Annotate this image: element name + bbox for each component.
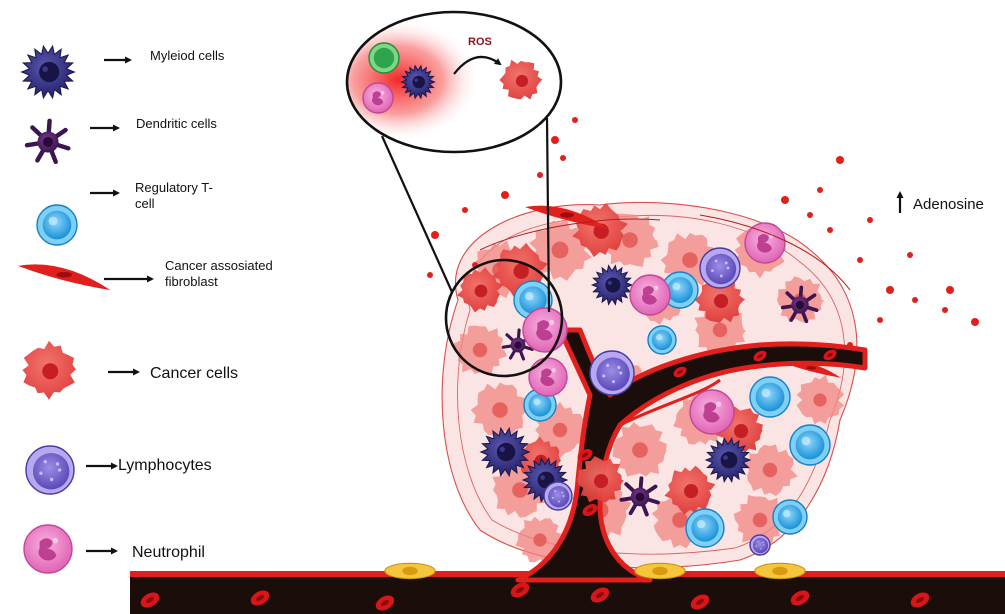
dendritic-cell-icon [27,121,68,162]
ros-dot [867,217,873,223]
ros-dot [907,252,913,258]
lymph-cell [590,351,634,395]
legend-item: Lymphocytes [26,446,212,494]
endothelial-cell [385,563,435,578]
legend-label: Regulatory T- [135,180,213,195]
ros-dot [971,318,979,326]
neut-cell [745,223,785,263]
treg-cell [648,326,676,354]
legend-label: Cancer cells [150,365,238,382]
legend-item: Cancer cells [23,341,239,400]
treg-cell [790,425,830,465]
neutrophil-cell [363,83,393,113]
ros-dot [847,342,853,348]
ros-dot [427,272,433,278]
lymph-cell [544,482,572,510]
myeloid-cell-icon [22,46,75,98]
regulatory-t-cell-icon [37,205,77,245]
legend-item: Neutrophil [24,525,205,573]
treg-cell [773,500,807,534]
ros-dot [942,307,948,313]
ros-label: ROS [468,36,492,48]
ros-dot [946,286,954,294]
cancer-cell-icon [23,341,77,400]
ros-dot [836,156,844,164]
treg-cell [750,377,790,417]
ros-inset: ROS [316,12,561,152]
ros-dot [807,212,813,218]
legend-label: Dendritic cells [136,116,217,131]
ros-dot [501,191,509,199]
ros-dot [560,155,566,161]
ros-dot [827,227,833,233]
ros-dot [462,207,468,213]
ros-dot [431,231,439,239]
ros-dot [886,286,894,294]
legend-label: cell [135,196,155,211]
legend-label: fibroblast [165,274,218,289]
adenosine-label: Adenosine [913,196,984,213]
neut-cell [529,358,567,396]
ros-dot [877,317,883,323]
ros-dot [537,172,543,178]
legend-label: Lymphocytes [118,457,212,474]
lymph-cell [750,535,770,555]
t-cell [369,43,399,73]
ros-dot [781,196,789,204]
treg-cell [686,509,724,547]
ros-dot [912,297,918,303]
ros-dot [572,117,578,123]
lymph-cell [700,248,740,288]
legend-item: Regulatory T-cell [37,180,213,245]
adenosine-indicator: Adenosine [900,193,984,213]
legend-label: Cancer assosiated [165,258,273,273]
legend-item: Dendritic cells [27,116,217,162]
neut-cell [630,275,670,315]
ros-dot [551,136,559,144]
fibroblast-icon [18,264,110,290]
ros-dot [857,257,863,263]
legend-label: Myleiod cells [150,48,225,63]
endothelial-cell [635,563,685,578]
lymphocyte-icon [26,446,74,494]
ros-dot [817,187,823,193]
legend-label: Neutrophil [132,544,205,561]
neutrophil-icon [24,525,72,573]
legend-item: Myleiod cells [22,46,225,98]
endothelial-cell [755,563,805,578]
neut-cell [690,390,734,434]
